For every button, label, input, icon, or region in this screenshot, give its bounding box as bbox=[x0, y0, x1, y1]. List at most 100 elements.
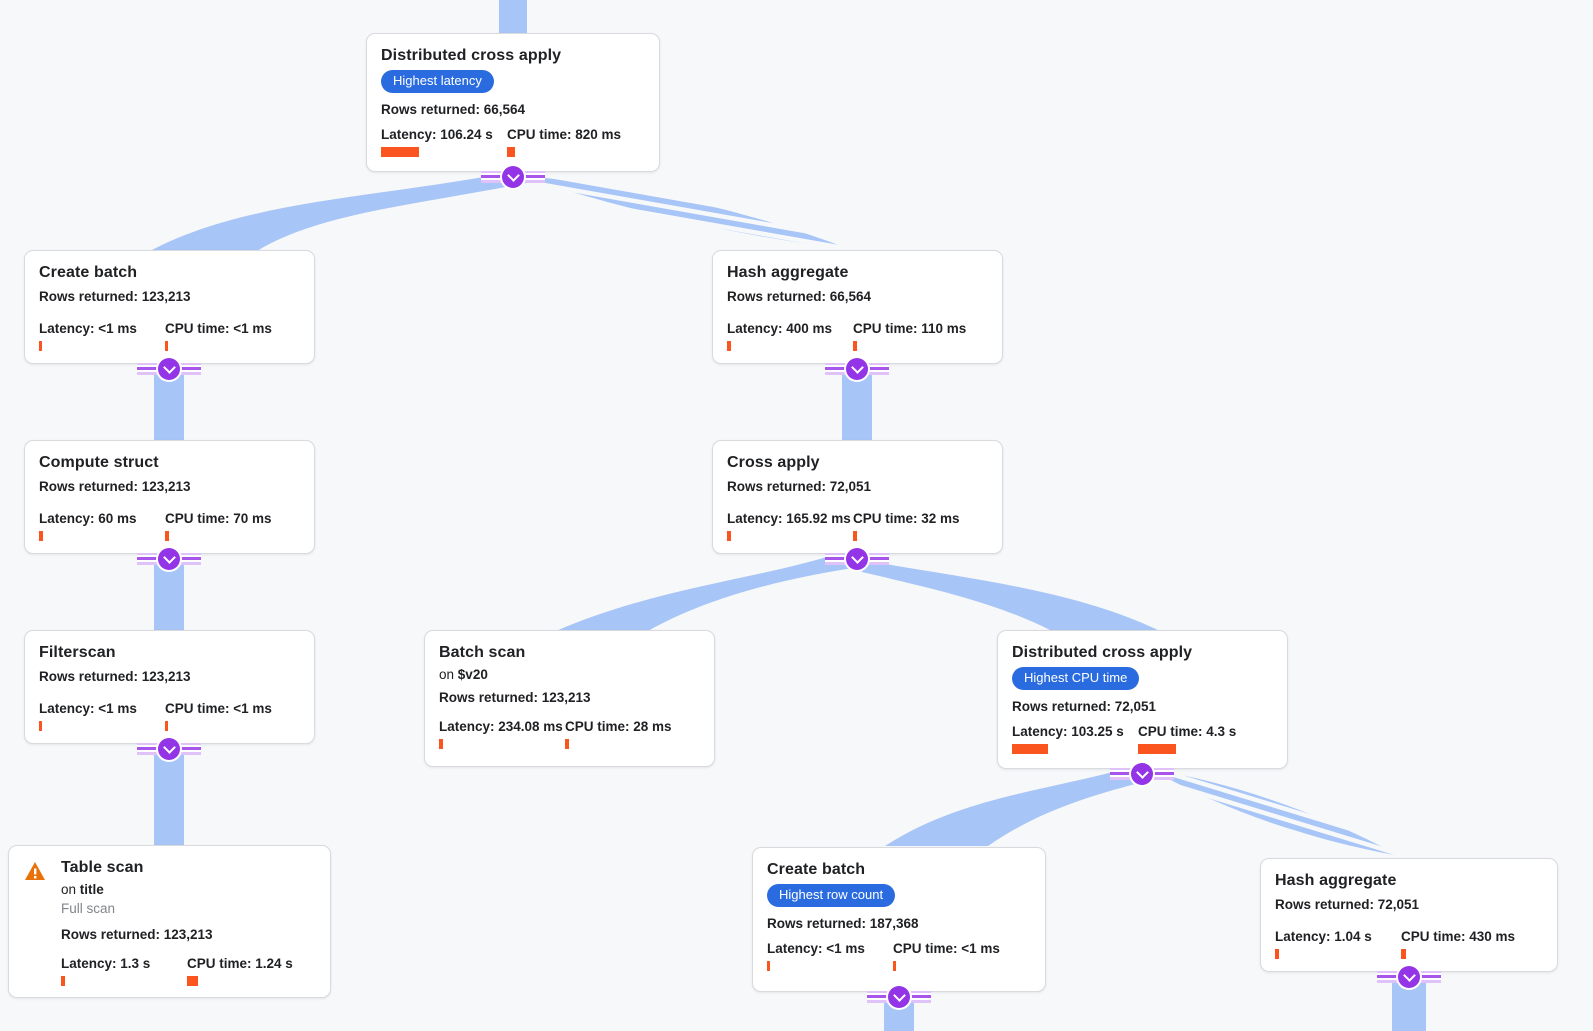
cpu-time-bar bbox=[565, 739, 569, 749]
latency-value: Latency: 1.3 s bbox=[61, 956, 151, 971]
collapse-button[interactable] bbox=[1131, 763, 1153, 785]
edge-cross-apply-to-batch-scan bbox=[556, 553, 866, 631]
plan-node-hash-aggregate[interactable]: Hash aggregate Rows returned: 66,564 Lat… bbox=[712, 250, 1003, 364]
latency-value: Latency: 400 ms bbox=[727, 321, 833, 336]
cpu-time-value: CPU time: <1 ms bbox=[165, 701, 272, 716]
chevron-down-icon bbox=[851, 551, 864, 564]
cpu-time-bar bbox=[165, 531, 169, 541]
plan-node-batch-scan[interactable]: Batch scan on $v20 Rows returned: 123,21… bbox=[424, 630, 715, 767]
expand-control-filterscan bbox=[137, 738, 201, 760]
rows-returned: Rows returned: 72,051 bbox=[1012, 699, 1157, 714]
rows-returned: Rows returned: 187,368 bbox=[767, 916, 919, 931]
latency-value: Latency: 165.92 ms bbox=[727, 511, 851, 526]
highest-cpu-time-badge: Highest CPU time bbox=[1012, 667, 1140, 690]
cpu-time-value: CPU time: 4.3 s bbox=[1138, 724, 1237, 739]
scan-type-note: Full scan bbox=[61, 901, 116, 916]
node-title: Batch scan bbox=[439, 644, 526, 661]
edge-cross-apply-to-dca2 bbox=[851, 558, 1160, 631]
rows-returned: Rows returned: 72,051 bbox=[727, 479, 872, 494]
collapse-button[interactable] bbox=[888, 986, 910, 1008]
expand-control-hash-aggregate bbox=[825, 358, 889, 380]
latency-value: Latency: <1 ms bbox=[39, 321, 137, 336]
latency-bar bbox=[381, 147, 419, 157]
latency-bar bbox=[1012, 744, 1048, 754]
cpu-time-value: CPU time: 70 ms bbox=[165, 511, 272, 526]
latency-value: Latency: 60 ms bbox=[39, 511, 137, 526]
node-title: Filterscan bbox=[39, 644, 116, 661]
edge-filterscan-to-table-scan bbox=[154, 744, 184, 847]
latency-value: Latency: <1 ms bbox=[39, 701, 137, 716]
edge-dca2-to-hash-aggregate2-striped bbox=[1150, 769, 1400, 856]
plan-node-hash-aggregate-2[interactable]: Hash aggregate Rows returned: 72,051 Lat… bbox=[1260, 858, 1558, 972]
node-title: Create batch bbox=[767, 861, 866, 878]
plan-node-compute-struct[interactable]: Compute struct Rows returned: 123,213 La… bbox=[24, 440, 315, 554]
cpu-time-bar bbox=[853, 531, 857, 541]
collapse-button[interactable] bbox=[846, 548, 868, 570]
cpu-time-value: CPU time: 1.24 s bbox=[187, 956, 293, 971]
collapse-button[interactable] bbox=[158, 738, 180, 760]
cpu-time-bar bbox=[165, 341, 168, 351]
node-title: Cross apply bbox=[727, 454, 820, 471]
scan-target: on title bbox=[61, 882, 104, 897]
expand-control-compute-struct bbox=[137, 548, 201, 570]
collapse-button[interactable] bbox=[158, 548, 180, 570]
latency-value: Latency: 106.24 s bbox=[381, 127, 493, 142]
edge-dca-to-hash-aggregate-striped bbox=[521, 176, 852, 250]
chevron-down-icon bbox=[507, 169, 520, 182]
latency-bar bbox=[767, 961, 770, 971]
latency-bar bbox=[39, 341, 42, 351]
plan-node-create-batch-2[interactable]: Create batch Highest row count Rows retu… bbox=[752, 847, 1046, 992]
rows-returned: Rows returned: 123,213 bbox=[39, 479, 191, 494]
collapse-button[interactable] bbox=[1398, 966, 1420, 988]
cpu-time-value: CPU time: 110 ms bbox=[853, 321, 967, 336]
rows-returned: Rows returned: 123,213 bbox=[39, 669, 191, 684]
plan-node-distributed-cross-apply[interactable]: Distributed cross apply Highest latency … bbox=[366, 33, 660, 172]
collapse-button[interactable] bbox=[846, 358, 868, 380]
latency-bar bbox=[61, 976, 65, 986]
plan-node-table-scan[interactable]: Table scan on title Full scan Rows retur… bbox=[8, 845, 331, 998]
expand-control-create-batch-2 bbox=[867, 986, 931, 1008]
node-title: Compute struct bbox=[39, 454, 159, 471]
node-title: Distributed cross apply bbox=[381, 47, 562, 64]
rows-returned: Rows returned: 72,051 bbox=[1275, 897, 1420, 912]
chevron-down-icon bbox=[163, 361, 176, 374]
plan-node-filterscan[interactable]: Filterscan Rows returned: 123,213 Latenc… bbox=[24, 630, 315, 744]
cpu-time-value: CPU time: 820 ms bbox=[507, 127, 622, 142]
rows-returned: Rows returned: 123,213 bbox=[61, 927, 213, 942]
node-title: Hash aggregate bbox=[727, 264, 849, 281]
chevron-down-icon bbox=[1403, 969, 1416, 982]
rows-returned: Rows returned: 66,564 bbox=[381, 102, 526, 117]
node-title: Table scan bbox=[61, 859, 144, 876]
latency-bar bbox=[727, 341, 731, 351]
cpu-time-bar bbox=[187, 976, 198, 986]
cpu-time-value: CPU time: 430 ms bbox=[1401, 929, 1516, 944]
cpu-time-value: CPU time: 28 ms bbox=[565, 719, 672, 734]
latency-bar bbox=[439, 739, 443, 749]
chevron-down-icon bbox=[163, 741, 176, 754]
chevron-down-icon bbox=[893, 989, 906, 1002]
expand-control-create-batch bbox=[137, 358, 201, 380]
rows-returned: Rows returned: 66,564 bbox=[727, 289, 872, 304]
cpu-time-bar bbox=[507, 147, 515, 157]
cpu-time-bar bbox=[1138, 744, 1176, 754]
collapse-button[interactable] bbox=[502, 166, 524, 188]
latency-bar bbox=[1275, 949, 1279, 959]
cpu-time-bar bbox=[1401, 949, 1406, 959]
node-title: Hash aggregate bbox=[1275, 872, 1397, 889]
plan-node-distributed-cross-apply-2[interactable]: Distributed cross apply Highest CPU time… bbox=[997, 630, 1288, 769]
latency-value: Latency: 103.25 s bbox=[1012, 724, 1124, 739]
plan-node-cross-apply[interactable]: Cross apply Rows returned: 72,051 Latenc… bbox=[712, 440, 1003, 554]
collapse-button[interactable] bbox=[158, 358, 180, 380]
expand-control-hash-aggregate-2 bbox=[1377, 966, 1441, 988]
node-title: Distributed cross apply bbox=[1012, 644, 1193, 661]
cpu-time-bar bbox=[893, 961, 896, 971]
highest-row-count-badge: Highest row count bbox=[767, 884, 896, 907]
edge-dca2-to-create-batch2 bbox=[885, 768, 1155, 846]
cpu-time-value: CPU time: <1 ms bbox=[893, 941, 1000, 956]
scan-target: on $v20 bbox=[439, 667, 488, 682]
plan-node-create-batch[interactable]: Create batch Rows returned: 123,213 Late… bbox=[24, 250, 315, 364]
latency-value: Latency: 1.04 s bbox=[1275, 929, 1372, 944]
rows-returned: Rows returned: 123,213 bbox=[439, 690, 591, 705]
highest-latency-badge: Highest latency bbox=[381, 70, 494, 93]
